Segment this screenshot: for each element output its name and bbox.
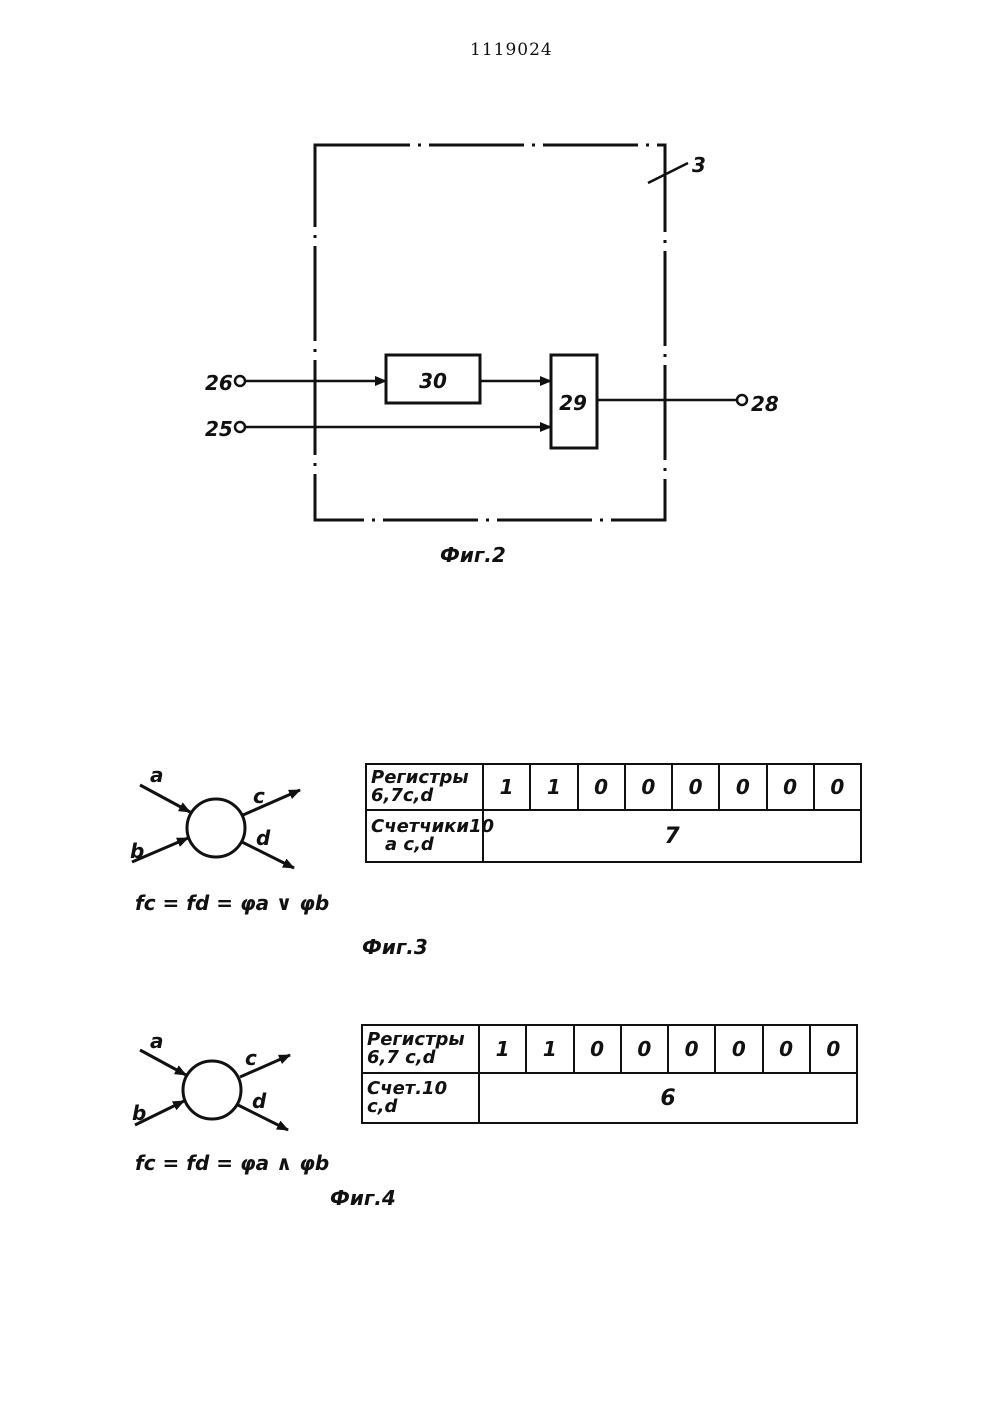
fig3-bit: 1 [530,764,577,810]
fig4-counters-row: Счет.10 c,d 6 [362,1073,857,1123]
fig3-counters-row: Счетчики10 a c,d 7 [366,810,861,862]
fig4-bit: 1 [479,1025,526,1073]
fig3-register-table: Регистры 6,7c,d 1 1 0 0 0 0 0 0 Счетчики… [365,763,862,863]
box-29-label: 29 [559,391,587,415]
fig4-bit: 1 [526,1025,573,1073]
fig4-bit: 0 [574,1025,621,1073]
fig4-bit: 0 [715,1025,762,1073]
block-3-boundary [315,145,665,520]
fig3-arrow-a [140,785,190,812]
terminal-26-label: 26 [205,371,233,395]
fig3-label-c: c [253,784,265,808]
fig4-registers-row: Регистры 6,7 c,d 1 1 0 0 0 0 0 0 [362,1025,857,1073]
fig4-caption: Фиг.4 [330,1186,396,1210]
fig3-label-a: a [150,763,164,787]
fig4-node-diagram: a b c d fc = fd = φa ∧ φb [132,1029,329,1175]
fig4-bit: 0 [810,1025,857,1073]
fig3-node-circle [187,799,245,857]
fig4-counters-label: Счет.10 c,d [362,1073,479,1123]
fig3-counter-value: 7 [483,810,861,862]
fig4-label-c: c [245,1046,257,1070]
fig3-arrow-c [243,790,300,815]
fig4-registers-label: Регистры 6,7 c,d [362,1025,479,1073]
fig4-formula: fc = fd = φa ∧ φb [135,1151,329,1175]
fig3-registers-label: Регистры 6,7c,d [366,764,483,810]
fig3-label-b: b [130,839,144,863]
fig3-bit: 0 [672,764,719,810]
box-30-label: 30 [419,369,447,393]
fig4-node-circle [183,1061,241,1119]
fig4-bit: 0 [668,1025,715,1073]
terminal-26 [235,376,245,386]
fig4-label-a: a [150,1029,164,1053]
fig4-bit: 0 [763,1025,810,1073]
fig3-bit: 0 [625,764,672,810]
fig3-caption: Фиг.3 [362,935,428,959]
fig3-bit: 0 [767,764,814,810]
fig4-arrow-a [140,1050,186,1075]
fig3-formula: fc = fd = φa ∨ φb [135,891,329,915]
fig3-label-d: d [256,826,271,850]
terminal-25 [235,422,245,432]
fig3-bit: 0 [814,764,861,810]
fig4-register-table: Регистры 6,7 c,d 1 1 0 0 0 0 0 0 Счет.10… [361,1024,858,1124]
block-3-label: 3 [692,153,706,177]
fig4-counter-value: 6 [479,1073,857,1123]
terminal-28-label: 28 [751,392,779,416]
block-3-leader [648,163,688,183]
fig4-bit: 0 [621,1025,668,1073]
terminal-25-label: 25 [205,417,233,441]
fig3-registers-row: Регистры 6,7c,d 1 1 0 0 0 0 0 0 [366,764,861,810]
fig3-bit: 0 [719,764,766,810]
fig3-counters-label: Счетчики10 a c,d [366,810,483,862]
fig3-bit: 0 [578,764,625,810]
fig2-caption: Фиг.2 [440,543,506,567]
terminal-28 [737,395,747,405]
fig3-bit: 1 [483,764,530,810]
fig4-label-b: b [132,1101,146,1125]
fig4-label-d: d [252,1089,267,1113]
fig3-node-diagram: a b c d fc = fd = φa ∨ φb [130,763,329,915]
